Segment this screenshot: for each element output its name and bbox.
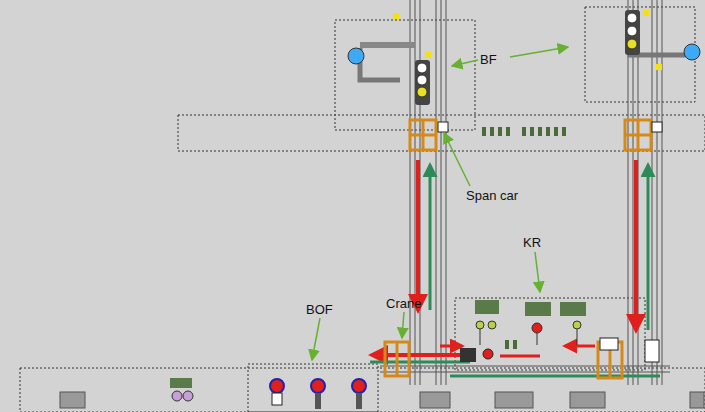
span-car-label: Span car <box>466 188 518 203</box>
furnace-label: BF <box>480 52 497 67</box>
bof-label: BOF <box>306 302 333 317</box>
crane-label: Crane <box>386 296 421 311</box>
kr-label: KR <box>523 235 541 250</box>
